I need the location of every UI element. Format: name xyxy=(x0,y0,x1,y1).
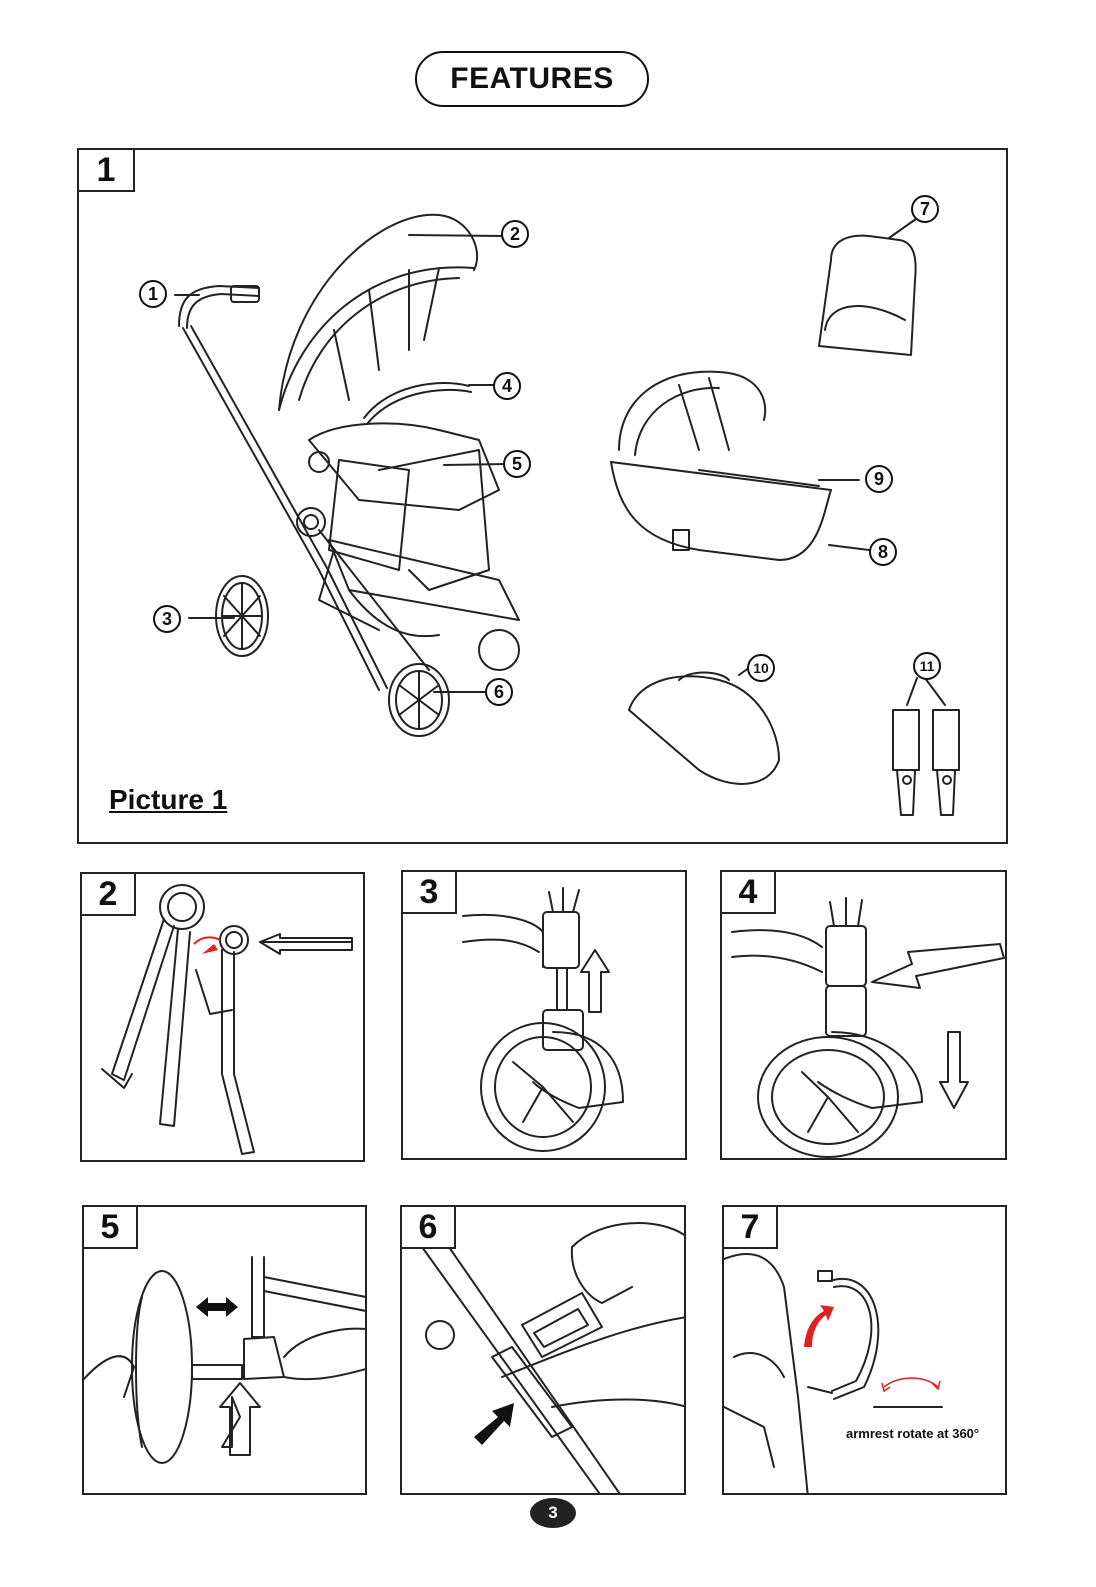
callout-10: 10 xyxy=(747,654,775,682)
step-number: 7 xyxy=(724,1207,778,1249)
step-number: 3 xyxy=(403,872,457,914)
step-number: 4 xyxy=(722,872,776,914)
step-number: 6 xyxy=(402,1207,456,1249)
armrest-rotation-illustration xyxy=(724,1207,1007,1495)
step-3-panel: 3 xyxy=(401,870,687,1160)
callout-5: 5 xyxy=(503,450,531,478)
page-number: 3 xyxy=(530,1498,576,1528)
brake-attach-illustration xyxy=(402,1207,686,1495)
stroller-overview-illustration xyxy=(79,150,1008,844)
callout-1: 1 xyxy=(139,280,167,308)
step-4-panel: 4 xyxy=(720,870,1007,1160)
step-5-panel: 5 xyxy=(82,1205,367,1495)
callout-7: 7 xyxy=(911,195,939,223)
callout-3: 3 xyxy=(153,605,181,633)
step-7-panel: 7 armrest rotate at 360° xyxy=(722,1205,1007,1495)
step-number: 2 xyxy=(82,874,136,916)
step-number: 5 xyxy=(84,1207,138,1249)
picture-label: Picture 1 xyxy=(109,784,227,816)
front-wheel-removal-illustration xyxy=(403,872,687,1160)
folding-frame-illustration xyxy=(82,874,365,1162)
callout-9: 9 xyxy=(865,465,893,493)
picture-1-panel: 1 xyxy=(77,148,1008,844)
callout-2: 2 xyxy=(501,220,529,248)
page-title: FEATURES xyxy=(415,51,649,107)
callout-6: 6 xyxy=(485,678,513,706)
step-number: 1 xyxy=(79,150,135,192)
step-6-panel: 6 xyxy=(400,1205,686,1495)
step-2-panel: 2 xyxy=(80,872,365,1162)
callout-4: 4 xyxy=(493,372,521,400)
callout-11: 11 xyxy=(913,652,941,680)
callout-8: 8 xyxy=(869,538,897,566)
rear-wheel-illustration xyxy=(84,1207,367,1495)
armrest-note: armrest rotate at 360° xyxy=(846,1426,979,1441)
front-wheel-attach-illustration xyxy=(722,872,1007,1160)
